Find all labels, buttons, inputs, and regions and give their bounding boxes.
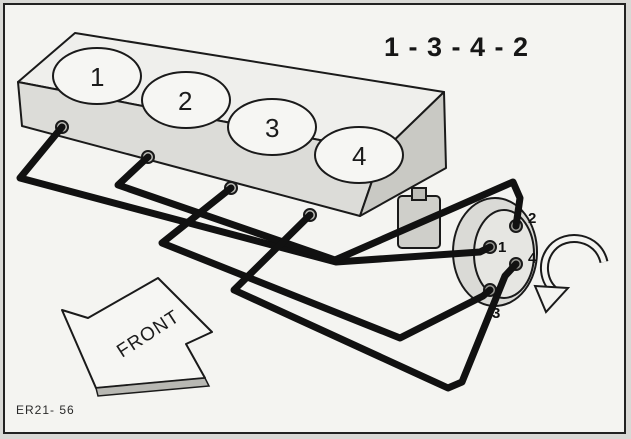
front-arrow: FRONT: [61, 277, 213, 397]
cylinder-label-3: 3: [265, 113, 279, 143]
firing-order-label: 1 - 3 - 4 - 2: [384, 32, 530, 62]
cylinder-label-2: 2: [178, 86, 192, 116]
cylinder-bore-3: [227, 98, 317, 156]
ht-leads: [16, 123, 524, 392]
terminal-label-1: 1: [498, 239, 506, 256]
rotation-arrow: [533, 234, 609, 314]
cylinder-bore-4: [314, 126, 404, 184]
lead-cylinder-2: [114, 153, 524, 264]
cylinder-label-1: 1: [90, 62, 104, 92]
cylinder-bore-1: [52, 47, 142, 105]
terminal-label-3: 3: [492, 305, 500, 322]
lead-cylinder-3: [158, 184, 494, 342]
terminal-label-2: 2: [528, 210, 536, 227]
terminal-label-4: 4: [528, 250, 537, 267]
cylinder-bore-2: [141, 71, 231, 129]
lead-cylinder-4: [230, 211, 520, 392]
cylinder-label-4: 4: [352, 141, 366, 171]
figure-code: ER21- 56: [16, 403, 75, 417]
